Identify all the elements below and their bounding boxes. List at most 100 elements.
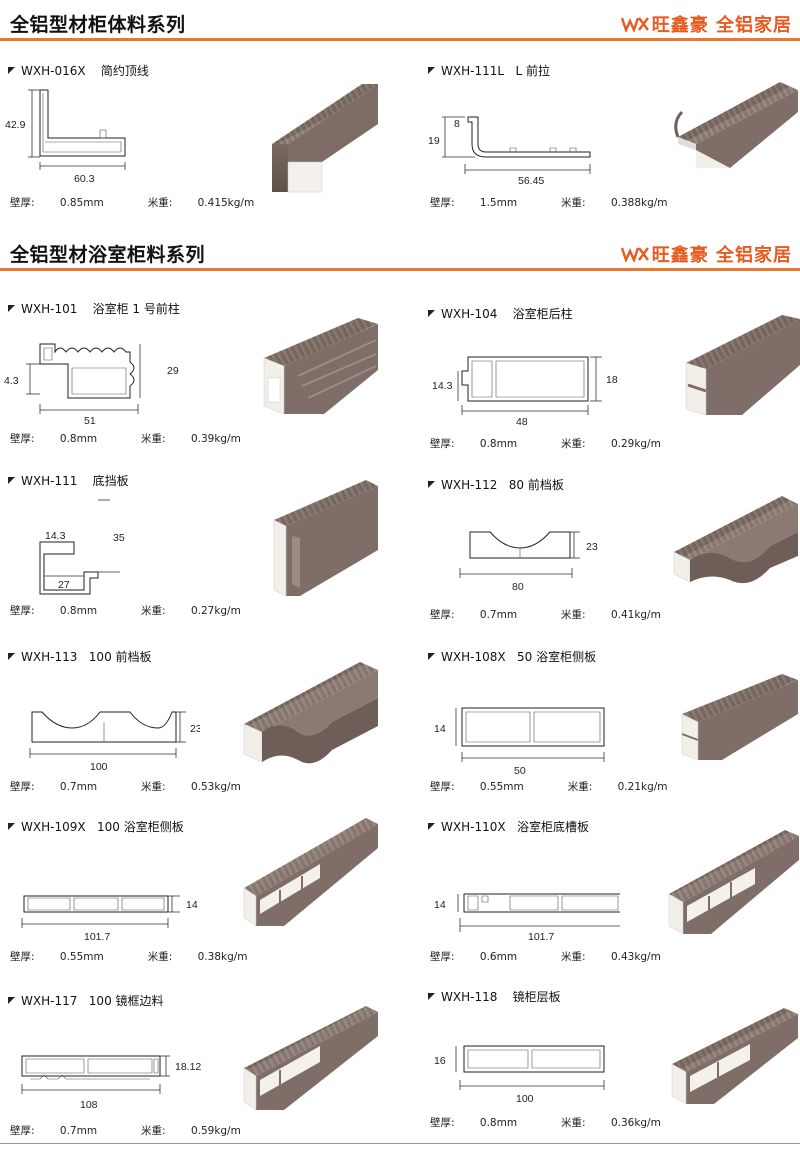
product-name: L 前拉 bbox=[515, 64, 550, 78]
product-render-image bbox=[243, 818, 378, 927]
product-render-image bbox=[671, 1008, 798, 1105]
thickness-label: 壁厚: bbox=[430, 951, 455, 963]
product-label: WXH-101 浴室柜 1 号前柱 bbox=[8, 300, 180, 317]
dim-width: 108 bbox=[80, 1099, 98, 1111]
product-label: WXH-111 底挡板 bbox=[8, 472, 129, 489]
thickness-value: 0.8mm bbox=[479, 438, 518, 450]
weight-value: 0.36kg/m bbox=[610, 1117, 661, 1129]
bullet-triangle-icon bbox=[8, 653, 15, 660]
bullet-triangle-icon bbox=[428, 481, 435, 488]
product-render-image bbox=[243, 662, 378, 764]
dim-width: 60.3 bbox=[74, 173, 95, 185]
dim-height: 18 bbox=[606, 374, 618, 386]
weight-value: 0.38kg/m bbox=[197, 951, 248, 963]
product-render-image bbox=[272, 84, 378, 193]
product-render-image bbox=[673, 496, 798, 584]
product-code: WXH-113 bbox=[21, 650, 78, 664]
bullet-triangle-icon bbox=[8, 997, 15, 1004]
bullet-triangle-icon bbox=[428, 653, 435, 660]
bullet-triangle-icon bbox=[8, 305, 15, 312]
profile-drawing: 23 100 bbox=[29, 711, 200, 773]
product-code: WXH-104 bbox=[441, 307, 498, 321]
bullet-triangle-icon bbox=[428, 823, 435, 830]
dim-width: 56.45 bbox=[518, 175, 544, 187]
thickness-value: 0.8mm bbox=[479, 1117, 518, 1129]
thickness-label: 壁厚: bbox=[10, 781, 35, 793]
weight-label: 米重: bbox=[147, 951, 173, 963]
dim-width: 50 bbox=[514, 765, 526, 777]
profile-drawing: 42.9 60.3 bbox=[5, 89, 126, 185]
dim-height: 23 bbox=[586, 541, 598, 553]
profile-drawing: 14 50 bbox=[434, 707, 605, 777]
dim-width: 80 bbox=[512, 581, 524, 593]
product-label: WXH-118 镜柜层板 bbox=[428, 988, 561, 1005]
dim-width: 101.7 bbox=[528, 931, 554, 943]
section-rule bbox=[0, 38, 800, 41]
dim-width: 101.7 bbox=[84, 931, 110, 943]
thickness-value: 0.7mm bbox=[479, 609, 518, 621]
dim-height: 42.9 bbox=[5, 119, 26, 131]
product-render-image bbox=[243, 1006, 378, 1111]
bullet-triangle-icon bbox=[428, 993, 435, 1000]
weight-label: 米重: bbox=[567, 781, 593, 793]
thickness-label: 壁厚: bbox=[10, 197, 35, 209]
weight-value: 0.27kg/m bbox=[190, 605, 241, 617]
weight-value: 0.53kg/m bbox=[190, 781, 241, 793]
weight-label: 米重: bbox=[141, 605, 166, 617]
profile-drawing: 16 100 bbox=[434, 1045, 605, 1105]
dim-height: 29 bbox=[167, 365, 179, 377]
thickness-label: 壁厚: bbox=[430, 438, 455, 450]
product-label: WXH-111L L 前拉 bbox=[428, 62, 550, 79]
profile-drawing: 18.12 108 bbox=[21, 1055, 201, 1111]
bullet-triangle-icon bbox=[8, 823, 15, 830]
thickness-value: 0.7mm bbox=[59, 781, 98, 793]
weight-value: 0.388kg/m bbox=[610, 197, 668, 209]
weight-value: 0.39kg/m bbox=[190, 433, 241, 445]
product-label: WXH-110X 浴室柜底槽板 bbox=[428, 818, 589, 835]
thickness-label: 壁厚: bbox=[430, 609, 455, 621]
thickness-label: 壁厚: bbox=[10, 951, 35, 963]
profile-drawing: 8 19 56.45 bbox=[428, 116, 591, 187]
product-name: 简约顶线 bbox=[100, 64, 149, 78]
product-code: WXH-118 bbox=[441, 990, 498, 1004]
product-code: WXH-111L bbox=[441, 64, 505, 78]
bullet-triangle-icon bbox=[428, 67, 435, 74]
product-code: WXH-110X bbox=[441, 820, 506, 834]
section-header-bathroom: 全铝型材浴室柜料系列 旺鑫豪 全铝家居 bbox=[0, 240, 800, 271]
product-label: WXH-117 100 镜框边料 bbox=[8, 992, 164, 1009]
product-label: WXH-109X 100 浴室柜侧板 bbox=[8, 818, 184, 835]
dim-width: 27 bbox=[58, 579, 70, 591]
product-label: WXH-112 80 前档板 bbox=[428, 476, 564, 493]
product-code: WXH-111 bbox=[21, 474, 78, 488]
weight-label: 米重: bbox=[141, 1125, 166, 1137]
weight-label: 米重: bbox=[561, 197, 586, 209]
profile-drawing: 23 80 bbox=[459, 531, 598, 593]
product-code: WXH-109X bbox=[21, 820, 86, 834]
dim-width: 100 bbox=[516, 1093, 534, 1105]
logo-text: 旺鑫豪 全铝家居 bbox=[651, 15, 792, 36]
weight-label: 米重: bbox=[561, 438, 586, 450]
weight-label: 米重: bbox=[561, 1117, 586, 1129]
profile-drawing: 14.3 18 48 bbox=[432, 356, 618, 428]
bullet-triangle-icon bbox=[8, 477, 15, 484]
dim-width: 48 bbox=[516, 416, 528, 428]
weight-value: 0.59kg/m bbox=[190, 1125, 241, 1137]
weight-value: 0.21kg/m bbox=[617, 781, 668, 793]
weight-label: 米重: bbox=[141, 433, 166, 445]
product-label: WXH-016X 简约顶线 bbox=[8, 62, 149, 79]
dim-height: 14 bbox=[434, 899, 446, 911]
